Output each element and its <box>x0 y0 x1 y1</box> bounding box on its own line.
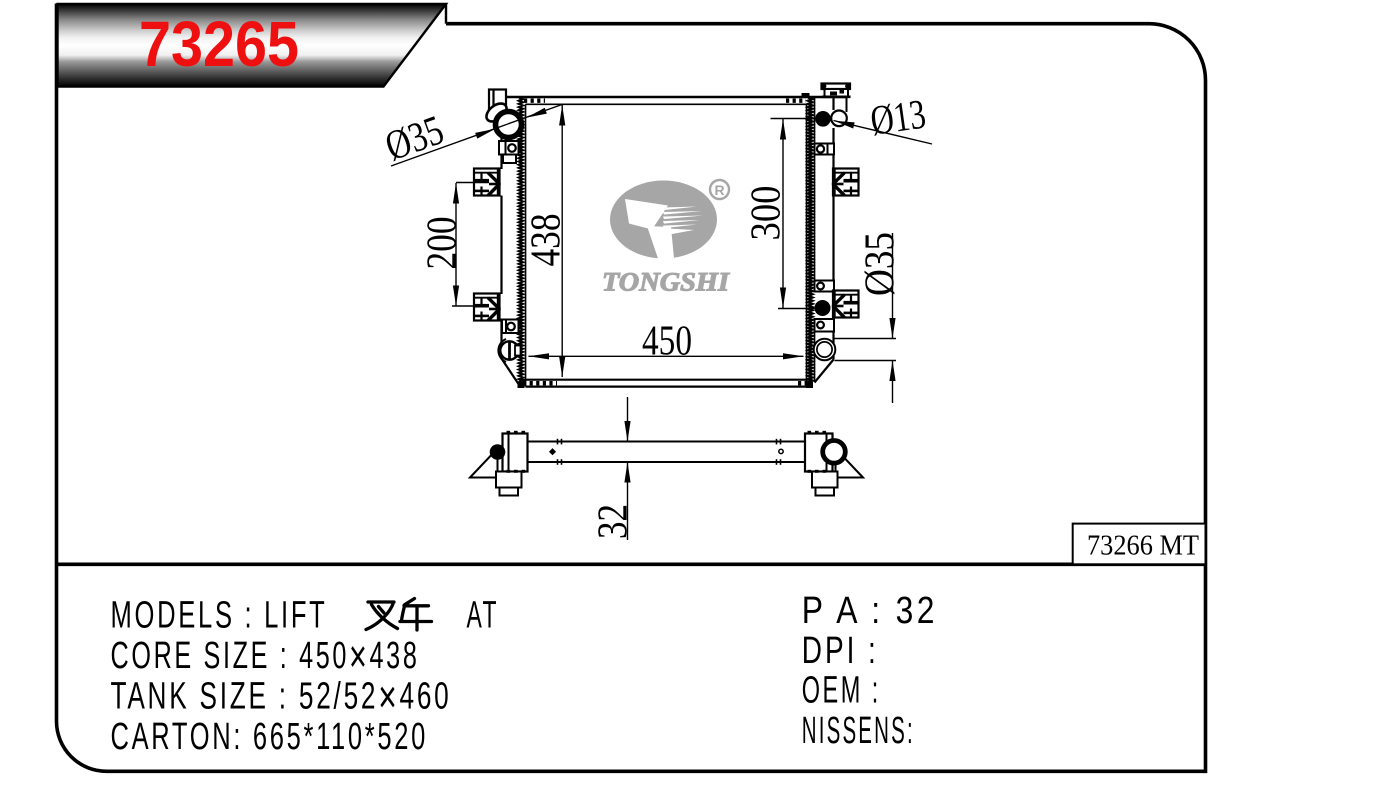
svg-text:P A : 32: P A : 32 <box>802 590 938 632</box>
svg-text:438: 438 <box>524 214 570 267</box>
svg-text:TONGSHI: TONGSHI <box>602 268 730 297</box>
svg-text:200: 200 <box>420 217 466 270</box>
svg-text:MODELS : LIFT: MODELS : LIFT <box>111 595 328 637</box>
svg-text:OEM :: OEM : <box>802 670 881 712</box>
svg-text:32: 32 <box>591 504 637 539</box>
svg-text:Ø13: Ø13 <box>868 92 929 145</box>
svg-text:R: R <box>714 182 724 198</box>
svg-text:300: 300 <box>744 186 790 241</box>
svg-text:TANK SIZE : 52/52×460: TANK SIZE : 52/52×460 <box>111 671 452 723</box>
svg-text:CORE SIZE : 450×438: CORE SIZE : 450×438 <box>111 630 420 682</box>
svg-text:DPI :: DPI : <box>802 630 879 672</box>
svg-text:73265: 73265 <box>139 8 299 80</box>
svg-text:73266 MT: 73266 MT <box>1087 531 1199 562</box>
svg-text:CARTON: 665*110*520: CARTON: 665*110*520 <box>111 716 429 758</box>
svg-text:450: 450 <box>642 319 692 365</box>
svg-text:AT: AT <box>467 595 500 637</box>
svg-text:NISSENS:: NISSENS: <box>802 710 915 752</box>
svg-text:Ø35: Ø35 <box>858 232 904 296</box>
